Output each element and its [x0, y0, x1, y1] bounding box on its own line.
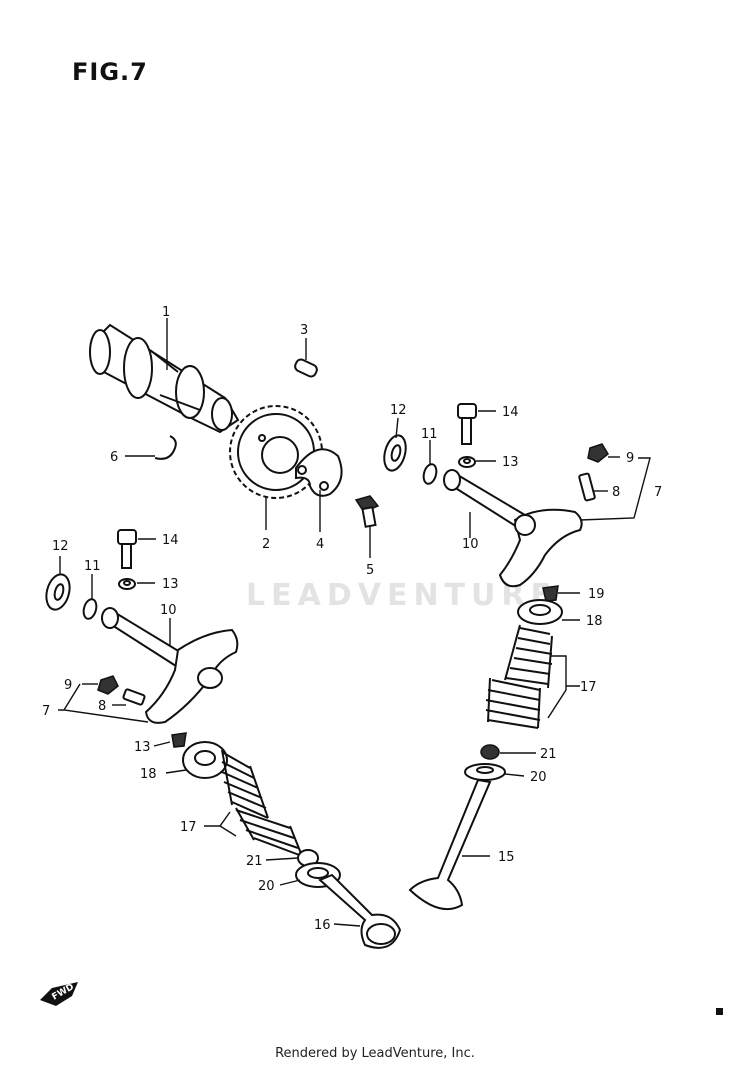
- camshaft[interactable]: [89, 323, 240, 434]
- washer-small-right[interactable]: [458, 456, 476, 468]
- washer-right[interactable]: [381, 433, 410, 473]
- watermark-text: LEADVENTURE: [246, 578, 557, 613]
- rocker-arm-left[interactable]: [144, 628, 239, 724]
- callout-12-right: 12: [390, 403, 407, 418]
- callout-labels: 1 3 6 2 4 5 12 11 14 13 9 8 7 10 19 18 1…: [42, 305, 662, 933]
- retainer-bolt[interactable]: [354, 495, 380, 528]
- callout-18-right: 18: [586, 614, 603, 629]
- spring-seat-inner-right[interactable]: [480, 744, 500, 760]
- callout-13-lower: 13: [134, 740, 151, 755]
- callout-14-right: 14: [502, 405, 519, 420]
- adjuster-screw-left[interactable]: [122, 688, 146, 706]
- valve-cotter-right[interactable]: [542, 585, 559, 602]
- corner-marker: [716, 1008, 723, 1015]
- callout-20-left: 20: [258, 879, 275, 894]
- cam-clip[interactable]: [154, 435, 177, 460]
- rocker-shaft-left[interactable]: [101, 607, 187, 668]
- washer-left[interactable]: [43, 572, 74, 612]
- fwd-arrow-icon: FWD: [40, 982, 78, 1006]
- callout-15: 15: [498, 850, 515, 865]
- spring-retainer-left[interactable]: [182, 741, 228, 779]
- callout-12-left: 12: [52, 539, 69, 554]
- adjuster-nut-left[interactable]: [97, 675, 119, 695]
- intake-valve[interactable]: [318, 873, 402, 949]
- callout-21-right: 21: [540, 747, 557, 762]
- callout-7-right: 7: [654, 485, 662, 500]
- callout-8-left: 8: [98, 699, 106, 714]
- cam-retainer-plate[interactable]: [295, 448, 343, 497]
- callout-13-right: 13: [502, 455, 519, 470]
- cam-sprocket[interactable]: [229, 405, 323, 499]
- valve-springs-right[interactable]: [485, 624, 553, 729]
- washer-small-left[interactable]: [118, 578, 136, 590]
- callout-7-left: 7: [42, 704, 50, 719]
- valve-cotter-left[interactable]: [171, 732, 187, 748]
- spring-seat-right[interactable]: [464, 763, 506, 781]
- callout-10-right: 10: [462, 537, 479, 552]
- leader-lines: [58, 318, 651, 927]
- callout-2: 2: [262, 537, 270, 552]
- callout-6: 6: [110, 450, 118, 465]
- callout-5: 5: [366, 563, 374, 578]
- callout-3: 3: [300, 323, 308, 338]
- rocker-arm-right[interactable]: [498, 508, 583, 588]
- callout-20-right: 20: [530, 770, 547, 785]
- callout-10-left: 10: [160, 603, 177, 618]
- callout-17-left: 17: [180, 820, 197, 835]
- exhaust-valve[interactable]: [408, 778, 492, 910]
- adjuster-nut-right[interactable]: [587, 443, 609, 463]
- dowel-pin[interactable]: [293, 358, 318, 378]
- callout-13-left: 13: [162, 577, 179, 592]
- callout-14-left: 14: [162, 533, 179, 548]
- callout-17-right: 17: [580, 680, 597, 695]
- callout-9-left: 9: [64, 678, 72, 693]
- callout-11-right: 11: [421, 427, 438, 442]
- spring-retainer-right[interactable]: [517, 599, 563, 625]
- o-ring-right[interactable]: [422, 463, 439, 485]
- bolt-left[interactable]: [117, 529, 137, 569]
- figure-title: FIG.7: [72, 58, 148, 86]
- callout-21-left: 21: [246, 854, 263, 869]
- callout-9-right: 9: [626, 451, 634, 466]
- callout-18-left: 18: [140, 767, 157, 782]
- callout-19: 19: [588, 587, 605, 602]
- callout-1: 1: [162, 305, 170, 320]
- callout-11-left: 11: [84, 559, 101, 574]
- callout-4: 4: [316, 537, 324, 552]
- valve-springs-left[interactable]: [221, 749, 303, 857]
- callout-16: 16: [314, 918, 331, 933]
- o-ring-left[interactable]: [82, 598, 99, 620]
- bolt-right[interactable]: [457, 403, 477, 445]
- adjuster-screw-right[interactable]: [578, 472, 596, 502]
- footer-text: Rendered by LeadVenture, Inc.: [275, 1046, 475, 1061]
- callout-8-right: 8: [612, 485, 620, 500]
